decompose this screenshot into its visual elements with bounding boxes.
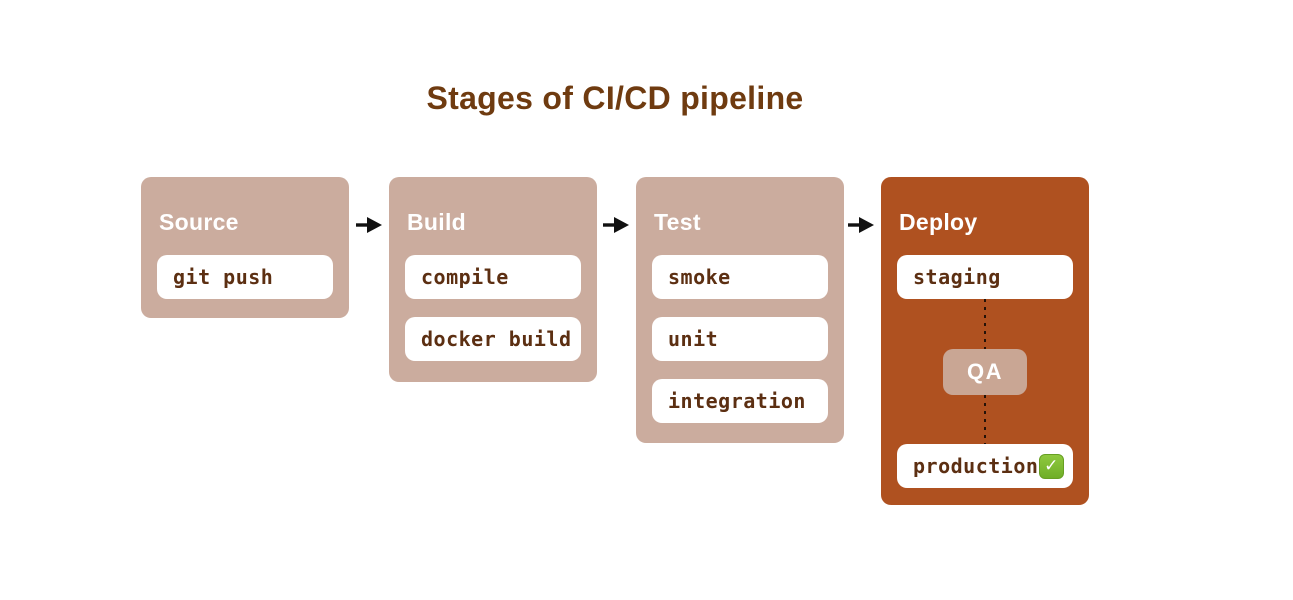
right-arrow-icon	[848, 217, 874, 233]
item-label: production	[913, 454, 1039, 478]
stage-deploy-item-production: production ✓	[897, 444, 1073, 488]
stage-test-label: Test	[654, 209, 701, 235]
right-arrow-icon	[603, 217, 629, 233]
stage-deploy: Deploy staging QA production ✓	[881, 177, 1089, 505]
item-label: git push	[173, 265, 274, 289]
qa-gate-badge: QA	[943, 349, 1027, 395]
stage-build-item-docker-build: docker build	[405, 317, 581, 361]
stage-source-item-git-push: git push	[157, 255, 333, 299]
stage-source-label: Source	[159, 209, 239, 235]
check-glyph: ✓	[1044, 456, 1059, 476]
stage-test-item-integration: integration	[652, 379, 828, 423]
item-label: unit	[668, 327, 719, 351]
stage-build: Build compile docker build	[389, 177, 597, 382]
item-label: staging	[913, 265, 1001, 289]
stage-build-item-compile: compile	[405, 255, 581, 299]
item-label: docker build	[421, 327, 572, 351]
right-arrow-icon	[356, 217, 382, 233]
stage-test-item-unit: unit	[652, 317, 828, 361]
stage-test: Test smoke unit integration	[636, 177, 844, 443]
stage-build-label: Build	[407, 209, 466, 235]
item-label: compile	[421, 265, 509, 289]
stage-deploy-item-staging: staging	[897, 255, 1073, 299]
check-icon: ✓	[1039, 453, 1064, 479]
stage-deploy-label: Deploy	[899, 209, 978, 235]
stage-source: Source git push	[141, 177, 349, 318]
item-label: smoke	[668, 265, 731, 289]
diagram-title: Stages of CI/CD pipeline	[426, 80, 804, 116]
stage-test-item-smoke: smoke	[652, 255, 828, 299]
item-label: integration	[668, 389, 806, 413]
